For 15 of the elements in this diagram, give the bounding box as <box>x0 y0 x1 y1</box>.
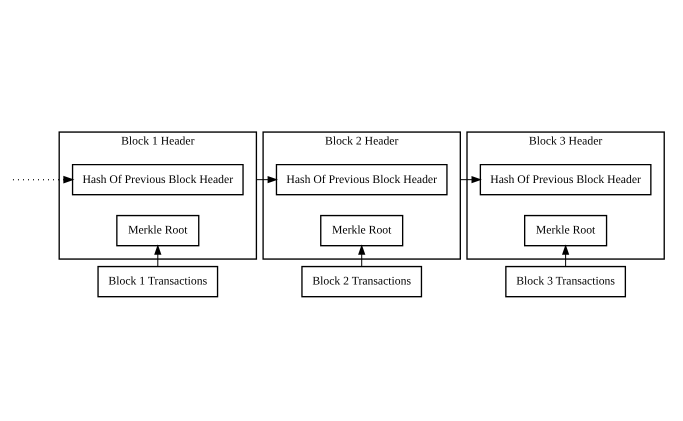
node-box: Block 1 Transactions <box>97 265 218 297</box>
node-box: Hash Of Previous Block Header <box>480 163 652 195</box>
arrow <box>12 175 74 184</box>
arrow <box>154 244 162 266</box>
node-box: Merkle Root <box>320 214 404 246</box>
arrow <box>256 176 278 183</box>
node-box: Block 2 Transactions <box>301 265 422 297</box>
arrow <box>460 176 482 183</box>
arrow <box>358 244 366 266</box>
node-box: Hash Of Previous Block Header <box>72 163 244 195</box>
arrow <box>562 244 570 266</box>
node-box: Hash Of Previous Block Header <box>276 163 448 195</box>
node-box: Merkle Root <box>524 214 608 246</box>
node-box: Block 3 Transactions <box>505 265 626 297</box>
node-box: Merkle Root <box>116 214 200 246</box>
